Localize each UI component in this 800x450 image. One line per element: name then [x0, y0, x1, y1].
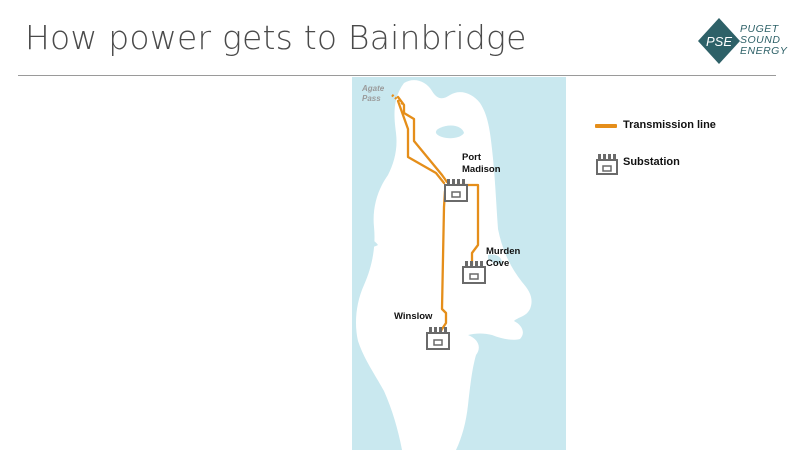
legend-substation-label: Substation: [623, 156, 680, 168]
manzanita-bay: [352, 236, 378, 249]
port-madison-bay: [435, 125, 464, 139]
logo-sound: SOUND: [740, 34, 781, 46]
title-divider: [18, 75, 776, 76]
page-title: How power gets to Bainbridge: [25, 18, 527, 57]
label-winslow: Winslow: [394, 311, 433, 322]
murden-inlet: [488, 254, 502, 264]
pse-logo-diamond-icon: PSE: [698, 18, 740, 64]
label-port-line1: Port: [462, 152, 481, 163]
logo-energy: ENERGY: [740, 45, 788, 57]
transmission-line-west-branch: [396, 99, 446, 185]
agate-pass-crossing: [391, 94, 405, 106]
logo-puget: PUGET: [740, 23, 779, 35]
legend-substation-icon: [596, 154, 618, 175]
label-murden-line2: Cove: [486, 258, 510, 269]
legend-transmission-swatch: [595, 124, 617, 128]
bainbridge-map: [352, 77, 566, 450]
label-agate-line2: Pass: [362, 94, 381, 103]
label-agate-pass: Agate Pass: [362, 84, 384, 104]
label-agate-line1: Agate: [362, 84, 385, 93]
substation-port-madison-icon: [444, 179, 468, 202]
transmission-line-agate-to-port-madison: [396, 95, 449, 184]
transmission-line-to-murden-cove: [454, 183, 480, 267]
legend-transmission-label: Transmission line: [623, 119, 716, 131]
label-port-line2: Madison: [462, 164, 501, 175]
label-murden-cove: Murden Cove: [486, 246, 520, 270]
substation-murden-cove-icon: [462, 261, 486, 284]
pse-logo: PSE: [697, 17, 797, 65]
label-port-madison: Port Madison: [462, 152, 501, 176]
substation-winslow-icon: [426, 327, 450, 350]
label-murden-line1: Murden: [486, 246, 521, 257]
logo-mark: PSE: [706, 34, 732, 49]
